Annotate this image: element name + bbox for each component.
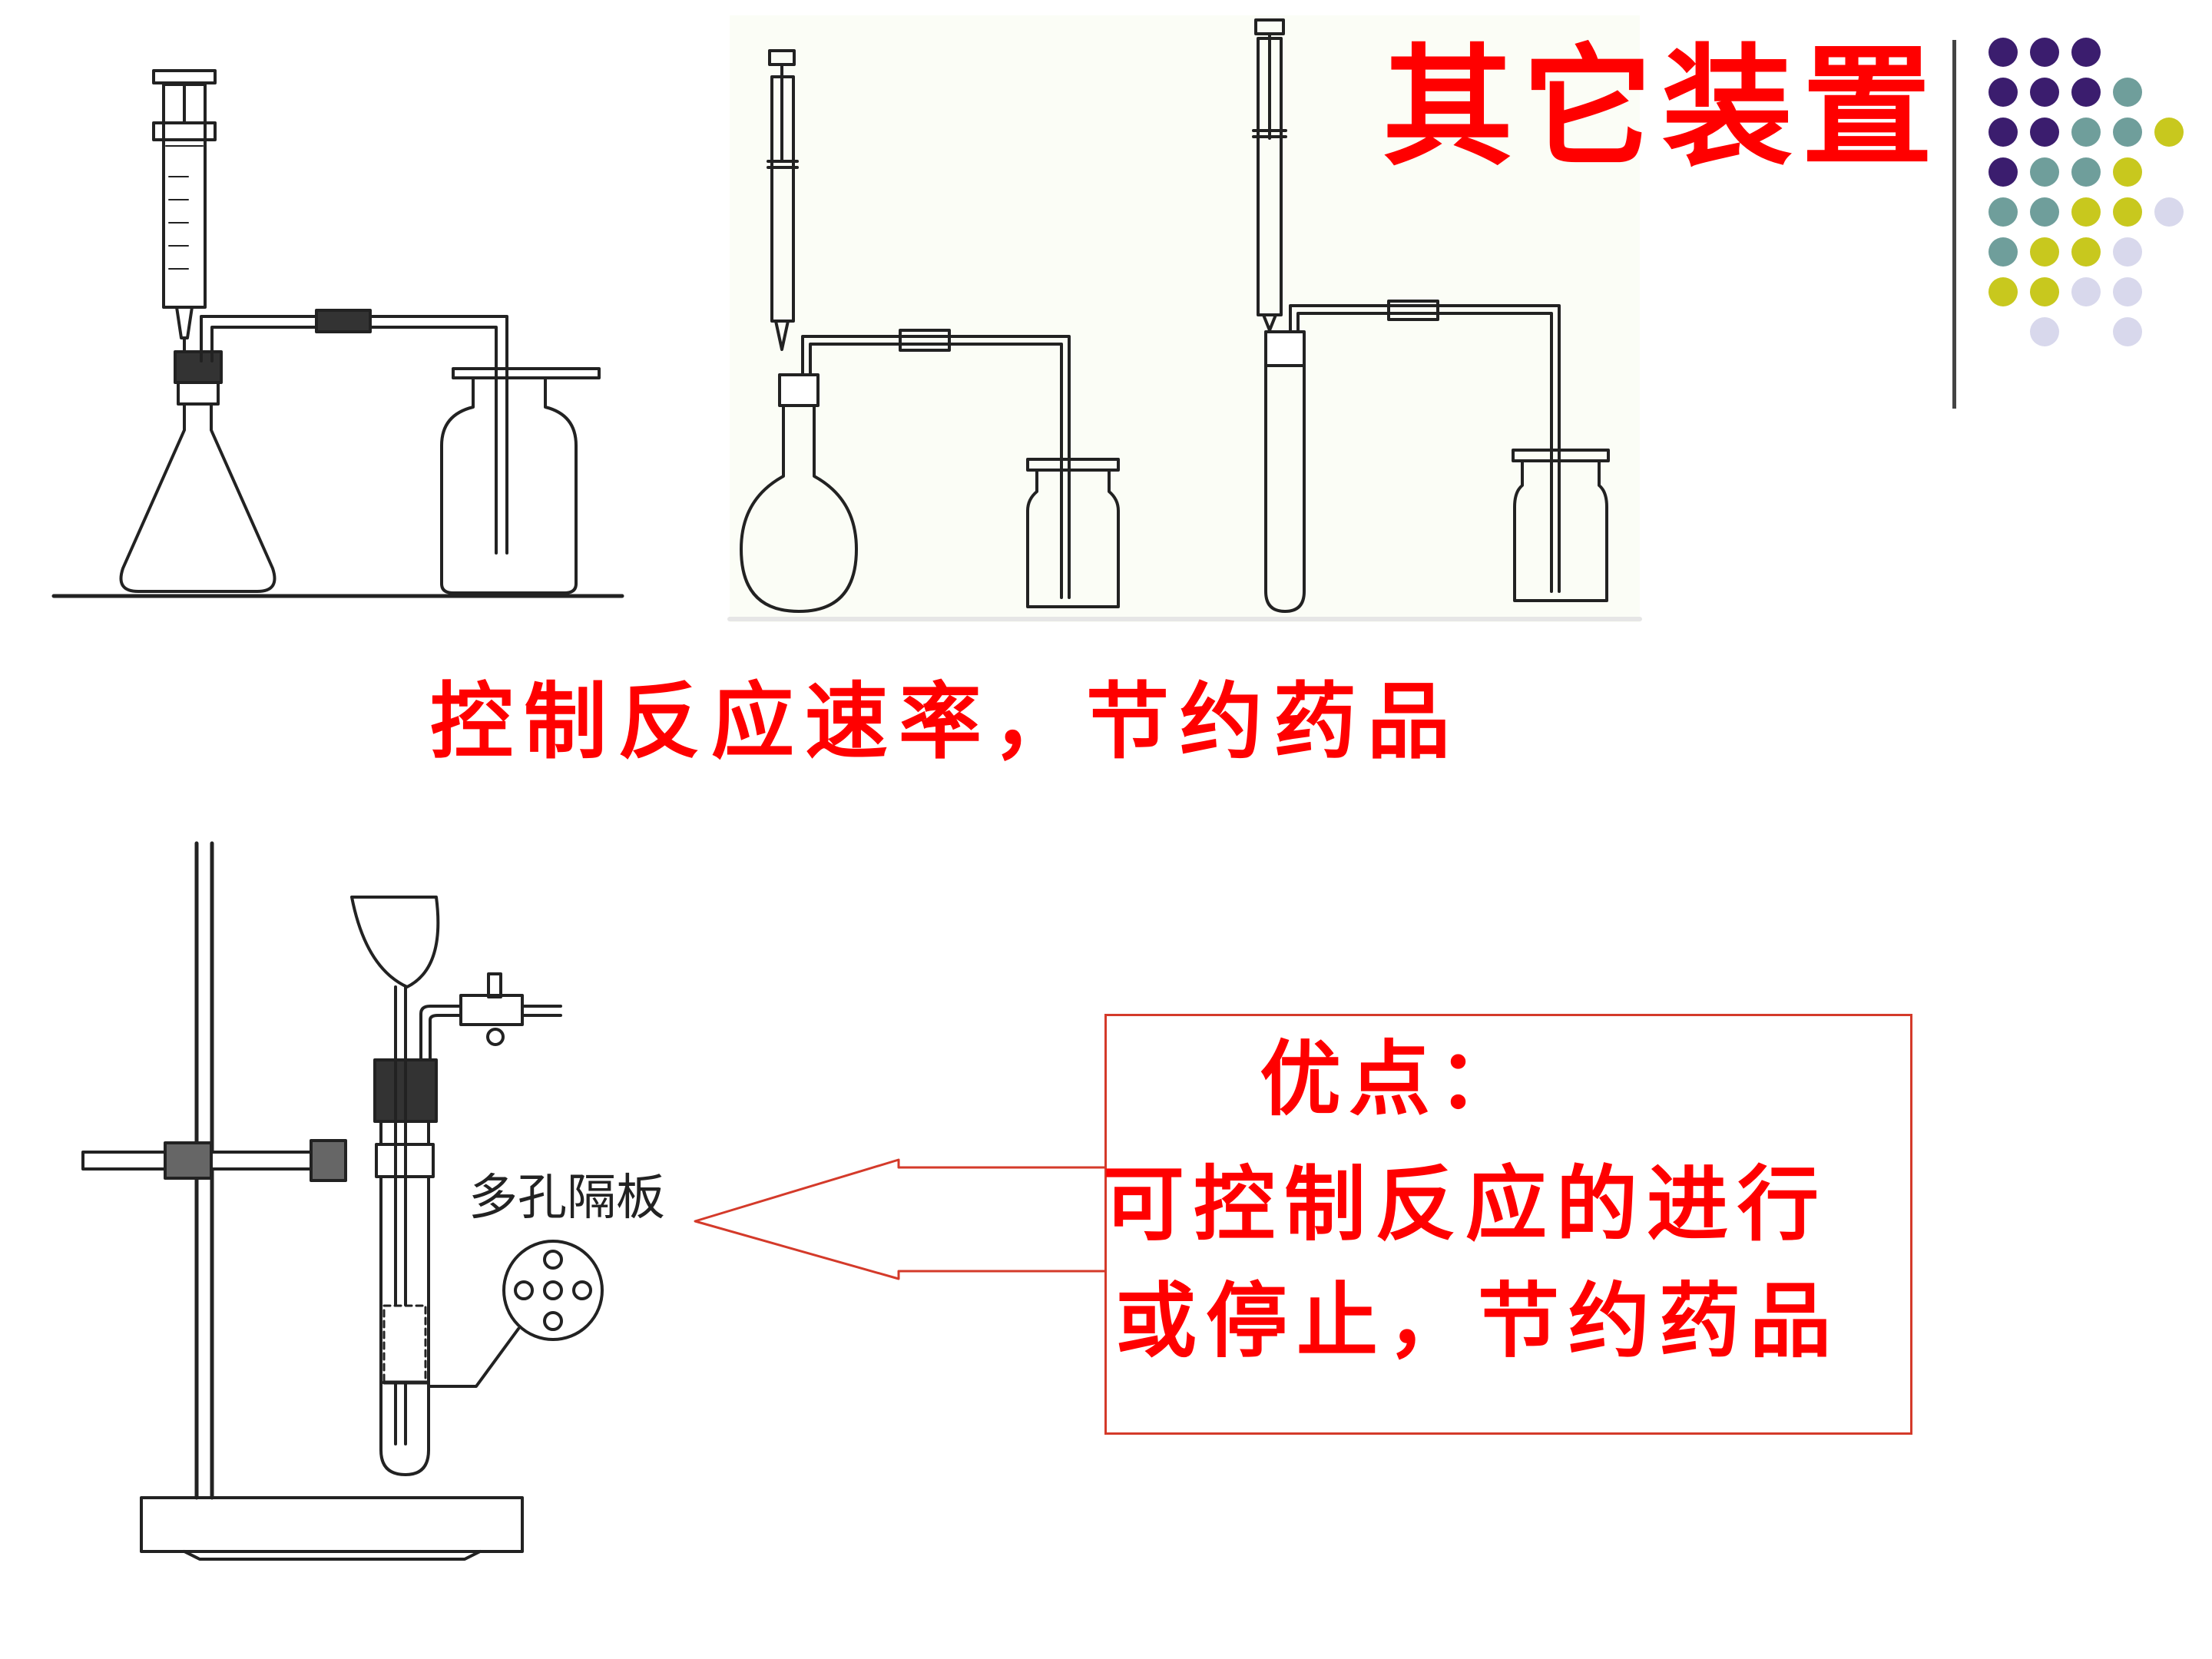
decor-dot <box>1988 118 2018 147</box>
decor-dot <box>1988 78 2018 107</box>
decor-dot <box>2071 38 2101 67</box>
decor-dot <box>2030 38 2059 67</box>
decor-dot <box>1988 157 2018 187</box>
round-flask-apparatus <box>727 49 1642 621</box>
test-tube-apparatus <box>1252 18 1610 613</box>
decor-dot <box>2154 118 2184 147</box>
decor-dot <box>2113 317 2142 346</box>
callout-arrow <box>694 1158 1106 1280</box>
decor-dot <box>2030 118 2059 147</box>
decor-dot <box>2113 157 2142 187</box>
decor-dot <box>1988 197 2018 227</box>
decor-dot <box>2030 197 2059 227</box>
decor-dot <box>1988 38 2018 67</box>
porous-plate-label: 多孔隔板 <box>469 1170 665 1227</box>
decor-dot <box>2071 118 2101 147</box>
decor-dot <box>2113 197 2142 227</box>
decor-dot <box>2071 157 2101 187</box>
decor-dot <box>1988 277 2018 306</box>
decor-dot <box>2030 317 2059 346</box>
conical-flask-apparatus <box>51 69 624 598</box>
decor-dot <box>2030 277 2059 306</box>
decor-dot <box>2113 237 2142 267</box>
title-divider <box>1952 40 1956 409</box>
decor-dot <box>2113 78 2142 107</box>
decorative-dot-grid <box>1988 38 2184 346</box>
advantage-heading: 优点： <box>1260 1031 1527 1127</box>
slide-title: 其它装置 <box>1382 31 1942 184</box>
decor-dot <box>1988 237 2018 267</box>
decor-dot <box>2113 277 2142 306</box>
decor-dot <box>2030 237 2059 267</box>
decor-dot <box>2030 157 2059 187</box>
decor-dot <box>2071 237 2101 267</box>
top-caption: 控制反应速率，节约药品 <box>430 674 1462 770</box>
decor-dot <box>2154 197 2184 227</box>
advantage-box <box>1104 1014 1912 1435</box>
decor-dot <box>2071 277 2101 306</box>
advantage-line-1: 可控制反应的进行 <box>1103 1156 1828 1252</box>
decor-dot <box>2113 118 2142 147</box>
decor-dot <box>2030 78 2059 107</box>
advantage-line-2: 或停止，节约药品 <box>1115 1273 1840 1369</box>
decor-dot <box>2071 197 2101 227</box>
kipp-apparatus <box>81 841 604 1561</box>
decor-dot <box>2071 78 2101 107</box>
